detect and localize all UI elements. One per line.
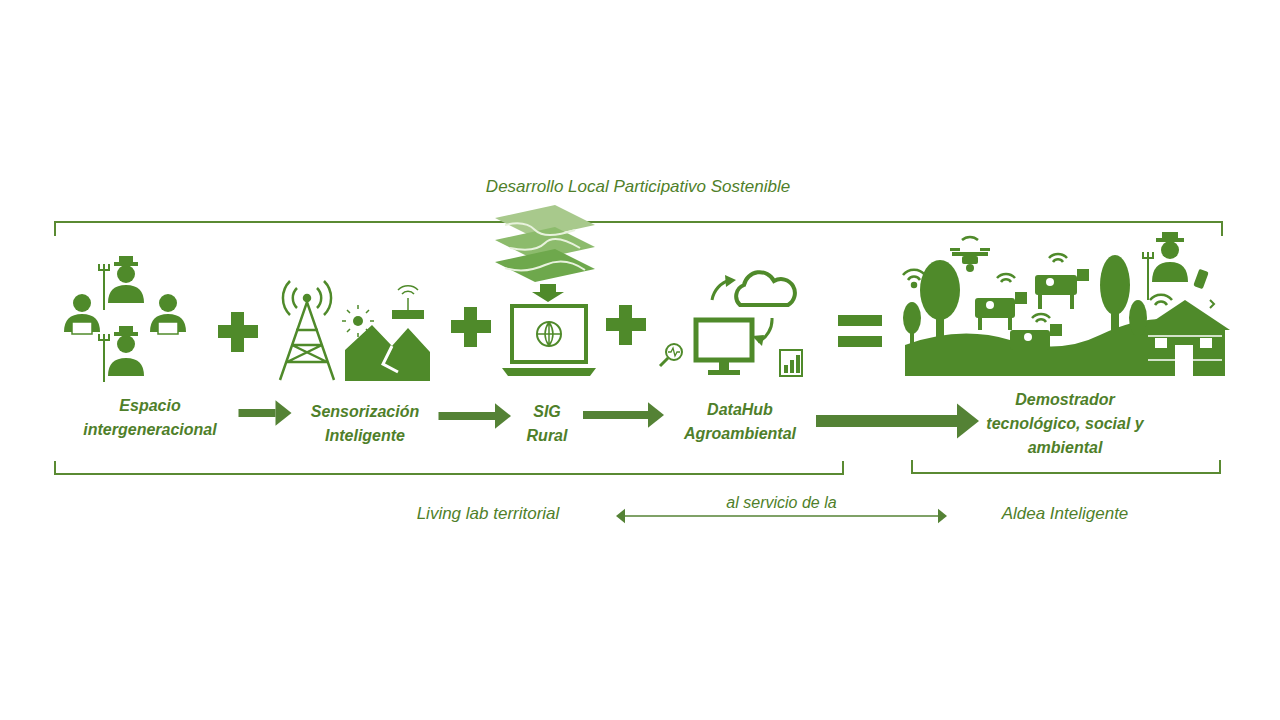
node-text: Living lab territorial [378, 502, 598, 526]
farmer-icon [1152, 232, 1209, 289]
flow-arrow [239, 400, 292, 426]
flow-arrow [583, 402, 664, 428]
node-text: Aldea Inteligente [965, 502, 1165, 526]
bracket [55, 222, 1222, 474]
flow-arrow [439, 403, 512, 429]
edge-label: al servicio de la [723, 494, 839, 512]
node-text: Sensorización Inteligente [296, 400, 435, 448]
stage-label: Espacio intergeneracional [66, 394, 235, 442]
stage-label: DataHub Agroambiental [668, 398, 812, 446]
node-text: Demostrador tecnológico, social y ambien… [983, 388, 1147, 460]
tower-icon [280, 281, 334, 380]
node-text: Espacio intergeneracional [66, 394, 235, 442]
group-label: Aldea Inteligente [965, 502, 1165, 526]
stage-label: SIG Rural [515, 400, 579, 448]
diagram-title: Desarrollo Local Participativo Sostenibl… [486, 177, 790, 197]
operator-sign [218, 305, 882, 352]
people-icon [64, 256, 186, 382]
drone-icon [950, 248, 990, 272]
village-scene [903, 232, 1230, 376]
outcome-label: Demostrador tecnológico, social y ambien… [983, 388, 1147, 460]
flow-arrow [816, 403, 979, 438]
landscape-icon [342, 286, 430, 381]
stage-label: Sensorización Inteligente [296, 400, 435, 448]
node-text: SIG Rural [515, 400, 579, 448]
group-label: Living lab territorial [378, 502, 598, 526]
gis-icon [495, 205, 596, 376]
cow-icon [975, 269, 1089, 362]
wifi-symbol [903, 237, 1172, 322]
datahub-icon [660, 272, 802, 376]
node-text: DataHub Agroambiental [668, 398, 812, 446]
